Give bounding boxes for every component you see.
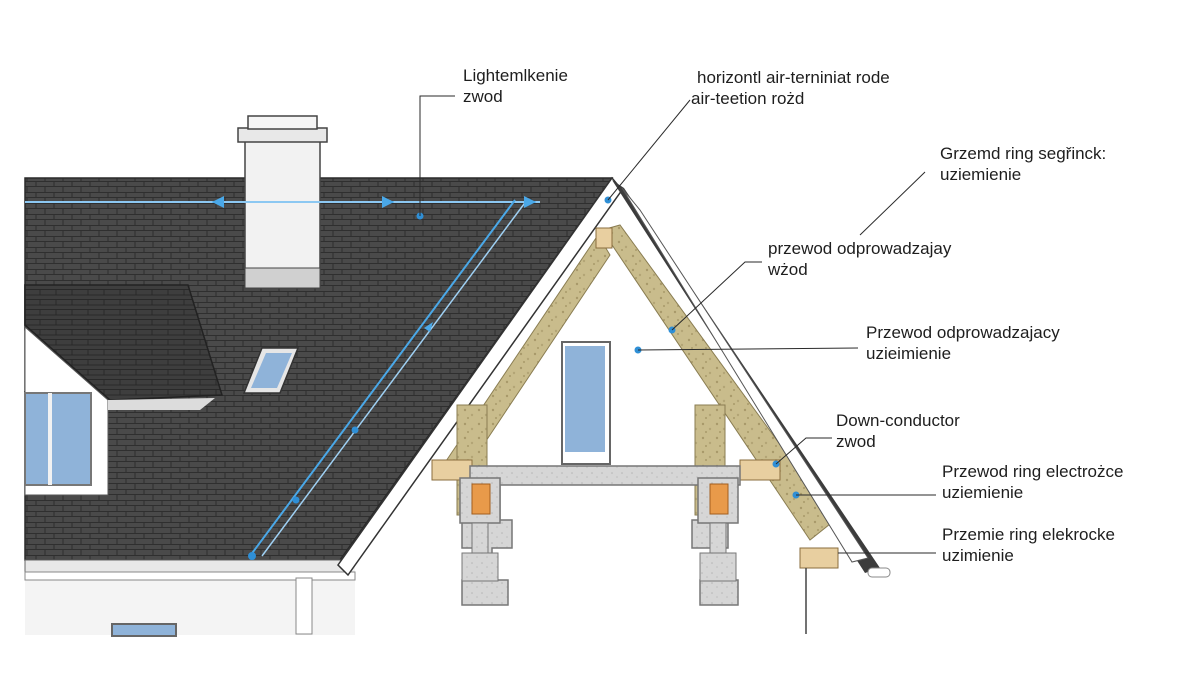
label-conductor-2-line1: Przewod odprowadzajacy <box>866 323 1060 342</box>
skylight-glass <box>251 353 292 388</box>
label-ring-electrode-1-line1: Przewod ring electrożce <box>942 462 1124 481</box>
label-ring-electrode-1: Przewod ring electrożce uziemienie <box>942 461 1123 503</box>
chimney-base <box>244 267 321 289</box>
dormer-window-glass <box>24 392 92 486</box>
roof-down-conductor-b <box>261 199 528 557</box>
leader-lightning-rod <box>419 95 455 216</box>
label-down-conductor-line2: zwod <box>836 432 876 451</box>
base-left <box>461 552 499 582</box>
leader-lines <box>419 95 936 554</box>
roof-down-conductor-a <box>249 199 516 557</box>
label-conductor-2: Przewod odprowadzajacy uzieimienie <box>866 322 1060 364</box>
gable-section <box>431 180 891 634</box>
arrow-ridge-icon <box>524 196 536 208</box>
label-ground-ring: Grzemd ring segřinck: uziemienie <box>940 143 1106 185</box>
label-down-conductor: Down-conductor zwod <box>836 410 960 452</box>
fascia-right <box>621 187 869 563</box>
arrow-right-icon <box>382 196 394 208</box>
arrow-left-icon <box>212 196 224 208</box>
pier-right <box>709 522 727 554</box>
label-lightning-rod: Lightemlkenie zwod <box>463 65 568 107</box>
label-down-conductor-line1: Down-conductor <box>836 411 960 430</box>
label-ring-electrode-2-line2: uzimienie <box>942 546 1014 565</box>
label-conductor-1-line2: wżod <box>768 260 808 279</box>
label-air-termination: horizontl air-terniniat rode air-teetion… <box>691 67 890 109</box>
label-air-termination-line2: air-teetion rożd <box>691 89 805 108</box>
label-ground-ring-line1: Grzemd ring segřinck: <box>940 144 1107 163</box>
label-conductor-2-line2: uzieimienie <box>866 344 952 363</box>
label-lightning-rod-line2: zwod <box>463 87 503 106</box>
chimney-top <box>247 115 318 130</box>
rafter-tail <box>799 547 839 569</box>
lower-window <box>111 623 177 637</box>
dormer-side <box>108 398 215 410</box>
eave-fascia <box>24 559 348 573</box>
label-ring-electrode-2: Przemie ring elekrocke uzimienie <box>942 524 1115 566</box>
downpipe <box>295 577 313 635</box>
chimney-body <box>244 139 321 289</box>
label-conductor-1-line1: przewod odprowadzajay <box>768 239 952 258</box>
left-house <box>24 115 623 637</box>
node-diag-2 <box>292 496 300 504</box>
foundation-core-right <box>709 483 729 515</box>
ridge-block <box>595 227 613 249</box>
label-lightning-rod-line1: Lightemlkenie <box>463 66 568 85</box>
dormer-roof-front <box>24 284 224 401</box>
chimney-cap <box>237 127 328 143</box>
foundation-core-left <box>471 483 491 515</box>
base-right <box>699 552 737 582</box>
leader-conductor-1 <box>671 261 762 331</box>
label-air-termination-line1: horizontl air-terniniat rode <box>697 68 890 87</box>
label-conductor-1: przewod odprowadzajay wżod <box>768 238 951 280</box>
arrow-diag-icon <box>424 322 433 332</box>
pier-left <box>471 522 489 554</box>
leader-ground-ring <box>859 171 926 236</box>
leader-air-termination <box>607 99 691 201</box>
label-ring-electrode-2-line1: Przemie ring elekrocke <box>942 525 1115 544</box>
leader-conductor-2 <box>637 347 859 351</box>
node-diag-1 <box>351 426 359 434</box>
node-eave <box>248 552 256 560</box>
leader-down-conductor <box>775 437 832 465</box>
beam-left <box>431 459 473 481</box>
label-ring-electrode-1-line2: uziemienie <box>942 483 1024 502</box>
label-ground-ring-line2: uziemienie <box>940 165 1022 184</box>
gutter <box>24 571 356 581</box>
gutter-right <box>867 567 891 578</box>
gable-window-glass <box>565 346 605 452</box>
